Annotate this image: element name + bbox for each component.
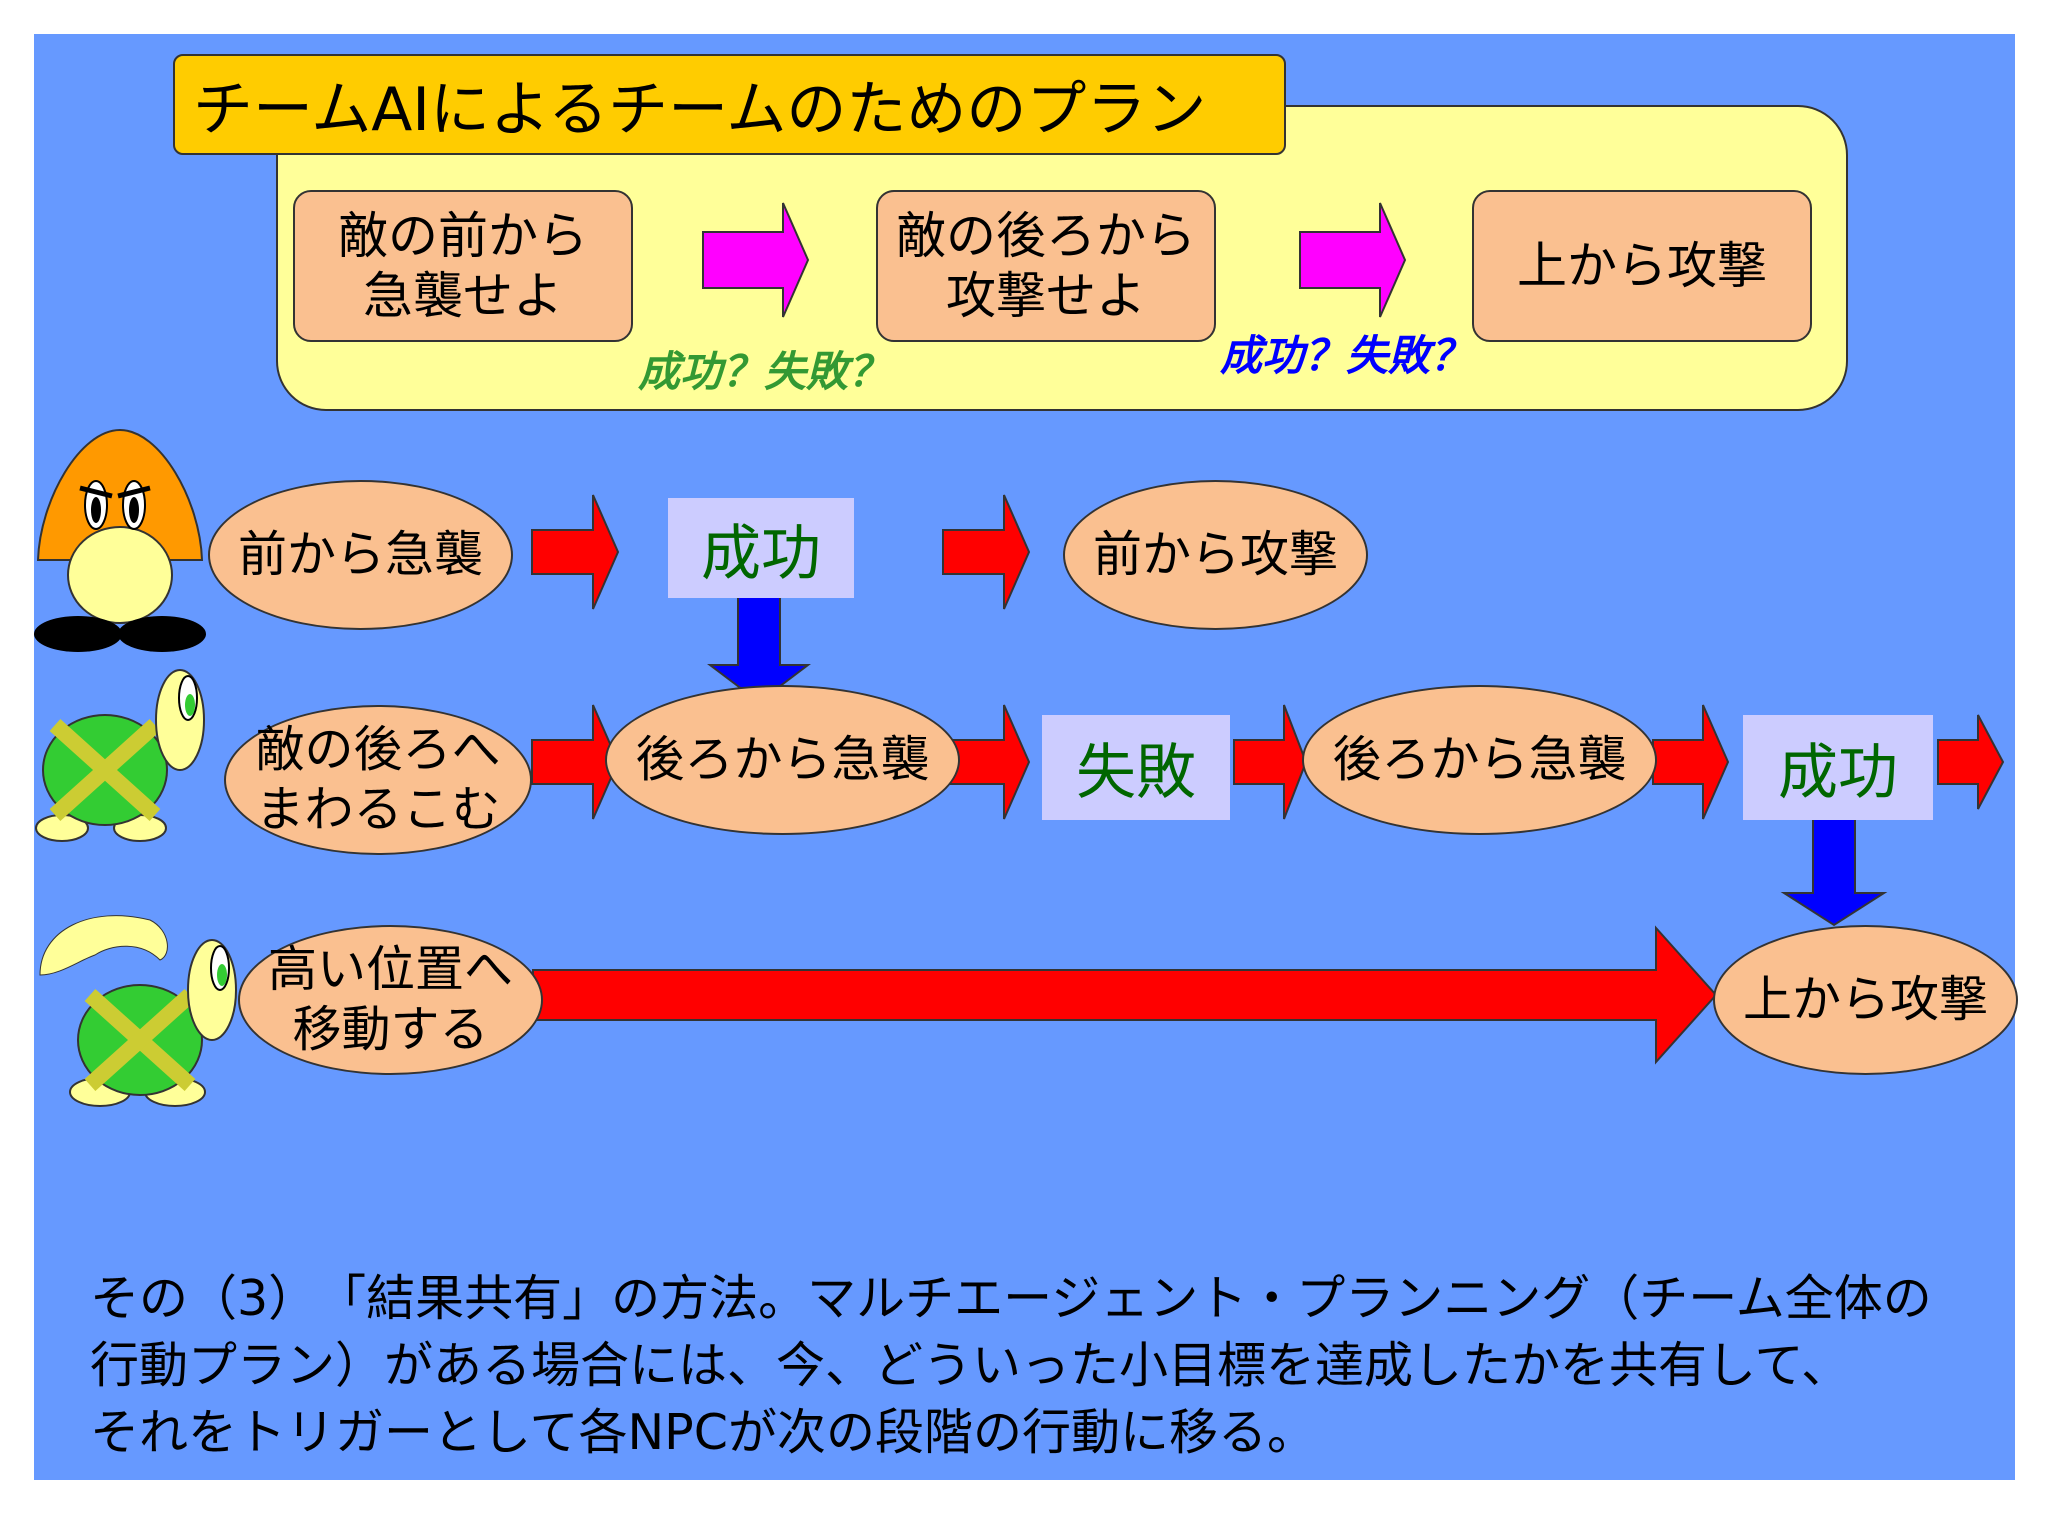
row1-action-front-attack: 前から攻撃 [1063, 480, 1368, 630]
slide-title: チームAIによるチームのためのプラン [173, 54, 1286, 155]
row2-arrow-4 [1652, 704, 1730, 820]
row3-action-move-high: 高い位置へ 移動する [238, 925, 543, 1075]
row3-action-top-attack: 上から攻撃 [1713, 925, 2018, 1075]
row2-arrow-2 [942, 704, 1031, 820]
row2-action-rear-raid-2: 後ろから急襲 [1302, 685, 1657, 835]
plan-step-top-attack: 上から攻撃 [1472, 190, 1812, 342]
row2-action-move-behind: 敵の後ろへ まわるこむ [224, 705, 532, 855]
row1-result-success: 成功 [668, 498, 854, 598]
plan-question-1: 成功？失敗？ [638, 347, 891, 396]
row2-arrow-5 [1937, 714, 2005, 810]
row1-arrow-1 [531, 494, 620, 610]
row3-long-arrow [532, 925, 1718, 1065]
slide-caption: その（3） 「結果共有」の方法。マルチエージェント・プランニング（チーム全体の … [90, 1270, 1932, 1461]
row2-result-success: 成功 [1743, 715, 1933, 820]
plan-arrow-2 [1299, 202, 1407, 318]
koopa-character-icon [35, 669, 205, 842]
plan-question-2: 成功？失敗？ [1220, 331, 1473, 380]
paratroopa-character-icon [39, 915, 237, 1107]
plan-step-rear-attack: 敵の後ろから 攻撃せよ [876, 190, 1216, 342]
row2-result-failure: 失敗 [1042, 715, 1230, 820]
row1-action-front-raid: 前から急襲 [208, 480, 513, 630]
plan-arrow-1 [702, 202, 810, 318]
row1-arrow-2 [942, 494, 1031, 610]
row2-action-rear-raid-1: 後ろから急襲 [605, 685, 960, 835]
plan-step-front-raid: 敵の前から 急襲せよ [293, 190, 633, 342]
row2-arrow-3 [1233, 704, 1308, 820]
goomba-character-icon [34, 428, 206, 652]
trigger-arrow-2 [1780, 805, 1888, 927]
row2-arrow-1 [531, 704, 620, 820]
